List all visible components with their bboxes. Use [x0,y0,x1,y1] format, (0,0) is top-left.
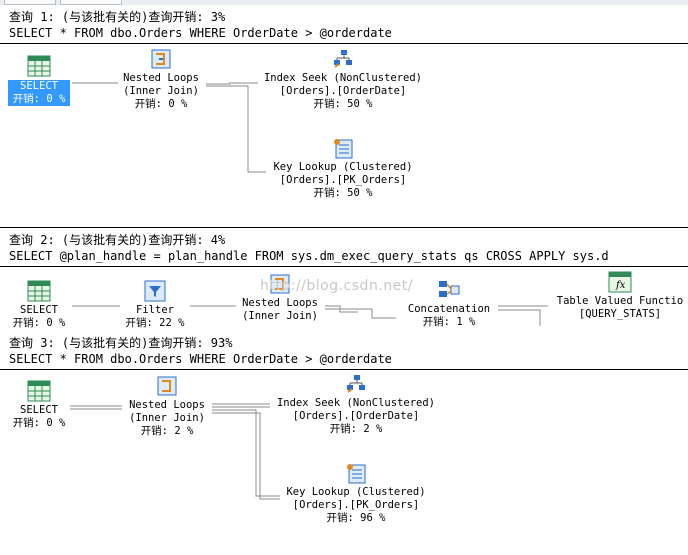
query3-sql: SELECT * FROM dbo.Orders WHERE OrderDate… [9,352,392,366]
query3-header: 查询 3: (与该批有关的)查询开销: 93% SELECT * FROM db… [0,331,688,369]
select-icon [27,280,51,302]
nested-loops-icon [270,274,290,294]
q3-select-node[interactable]: SELECT 开销: 0 % [8,380,70,430]
q1-key-lookup-node[interactable]: Key Lookup (Clustered) [Orders].[PK_Orde… [266,137,420,200]
key-lookup-icon [334,139,353,159]
tab-results[interactable] [4,0,56,5]
q3-nested-loops-node[interactable]: Nested Loops (Inner Join) 开销: 2 % [122,375,212,438]
q1-nested-loops-node[interactable]: Nested Loops (Inner Join) 开销: 0 % [116,48,206,111]
watermark: http://blog.csdn.net/ [260,278,413,294]
q1-is-sub: [Orders].[OrderDate] [279,85,407,97]
q1-select-label: SELECT [20,80,58,92]
query2-divider [0,266,688,267]
q3-kl-sub: [Orders].[PK_Orders] [292,499,420,511]
q3-is-sub: [Orders].[OrderDate] [292,410,420,422]
query1-divider [0,43,688,44]
query3-divider [0,369,688,370]
q2-concat-label: Concatenation [407,303,491,315]
q2-select-label: SELECT [20,304,58,316]
svg-text:fx: fx [615,280,626,291]
q3-nl-sub: (Inner Join) [129,412,205,424]
q2-filter-node[interactable]: Filter 开销: 22 % [122,280,188,330]
q3-select-label: SELECT [20,404,58,416]
query1-sql: SELECT * FROM dbo.Orders WHERE OrderDate… [9,26,392,40]
q2-filter-cost: 开销: 22 % [125,317,185,329]
q2-nl-sub: (Inner Join) [242,310,318,322]
q3-nl-cost: 开销: 2 % [140,425,194,437]
select-icon [27,55,51,77]
q3-kl-cost: 开销: 96 % [326,512,386,524]
concatenation-icon [439,281,460,297]
nested-loops-icon [157,376,177,396]
q1-kl-sub: [Orders].[PK_Orders] [279,174,407,186]
q1-nl-label: Nested Loops [123,72,199,84]
index-seek-icon [334,50,352,68]
query2-header: 查询 2: (与该批有关的)查询开销: 4% SELECT @plan_hand… [0,228,688,266]
query1-header: 查询 1: (与该批有关的)查询开销: 3% SELECT * FROM dbo… [0,5,688,43]
key-lookup-icon [347,464,366,484]
tab-messages[interactable] [60,0,122,5]
q1-is-cost: 开销: 50 % [313,98,373,110]
q3-index-seek-node[interactable]: Index Seek (NonClustered) [Orders].[Orde… [270,373,442,436]
q1-is-label: Index Seek (NonClustered) [263,72,423,84]
q1-select-cost: 开销: 0 % [12,93,66,105]
q2-select-node[interactable]: SELECT 开销: 0 % [8,280,70,330]
q1-kl-label: Key Lookup (Clustered) [273,161,413,173]
q1-index-seek-node[interactable]: Index Seek (NonClustered) [Orders].[Orde… [258,48,428,111]
q2-tvf-node[interactable]: fx Table Valued Functio [QUERY_STATS] [552,271,688,321]
q3-select-cost: 开销: 0 % [12,417,66,429]
q2-nested-loops-node[interactable]: Nested Loops (Inner Join) [236,273,324,323]
q1-nl-sub: (Inner Join) [123,85,199,97]
q1-nl-cost: 开销: 0 % [134,98,188,110]
q3-is-cost: 开销: 2 % [329,423,383,435]
query1-title: 查询 1: (与该批有关的)查询开销: 3% [9,10,226,24]
q2-concatenation-node[interactable]: Concatenation 开销: 1 % [400,279,498,329]
q3-nl-label: Nested Loops [129,399,205,411]
query2-top-divider [0,227,688,228]
select-icon [27,380,51,402]
q3-key-lookup-node[interactable]: Key Lookup (Clustered) [Orders].[PK_Orde… [280,462,432,525]
filter-icon [144,280,166,302]
q3-kl-label: Key Lookup (Clustered) [286,486,426,498]
q1-select-node[interactable]: SELECT 开销: 0 % [8,55,70,106]
nested-loops-icon [151,49,171,69]
query2-title: 查询 2: (与该批有关的)查询开销: 4% [9,233,226,247]
q2-nl-label: Nested Loops [242,297,318,309]
query2-sql: SELECT @plan_handle = plan_handle FROM s… [9,249,609,263]
q2-concat-cost: 开销: 1 % [422,316,476,328]
q2-tvf-sub: [QUERY_STATS] [578,308,662,320]
q2-tvf-label: Table Valued Functio [556,295,684,307]
query3-title: 查询 3: (与该批有关的)查询开销: 93% [9,336,233,350]
table-valued-function-icon: fx [608,271,632,293]
q2-filter-label: Filter [136,304,174,316]
q1-kl-cost: 开销: 50 % [313,187,373,199]
q3-is-label: Index Seek (NonClustered) [276,397,436,409]
q2-select-cost: 开销: 0 % [12,317,66,329]
index-seek-icon [347,375,365,393]
